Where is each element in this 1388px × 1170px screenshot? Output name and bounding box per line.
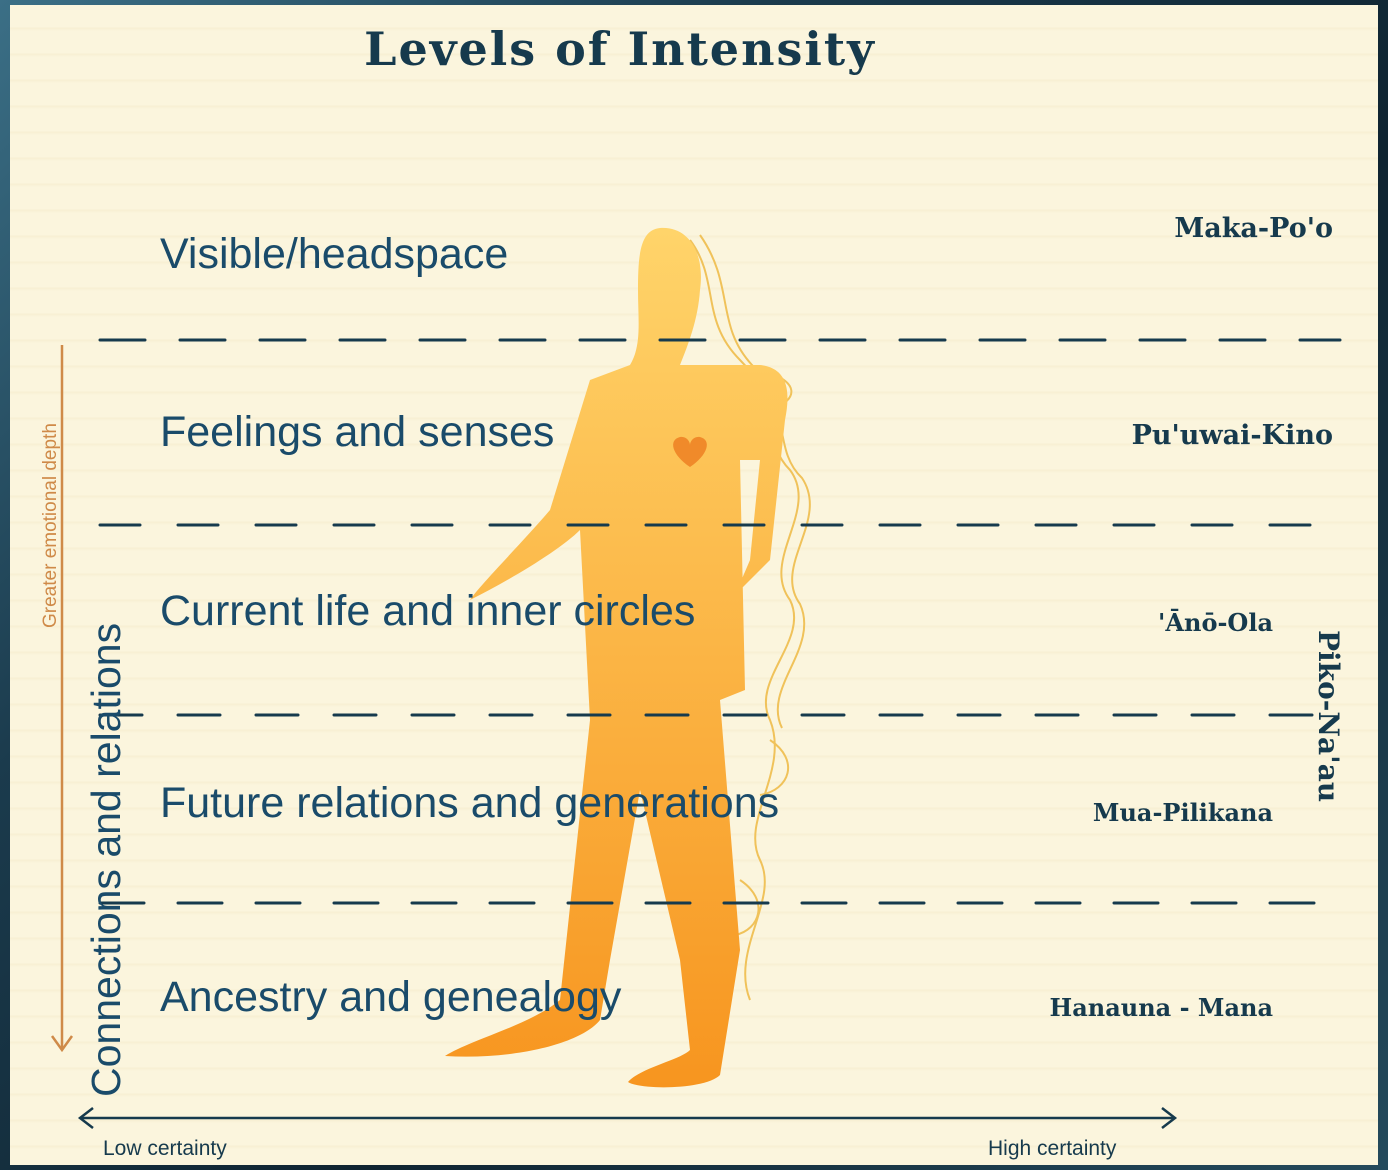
page-title: Levels of Intensity — [364, 22, 876, 76]
hawaiian-label-mua-pilikana: Mua-Pilikana — [1092, 798, 1273, 827]
depth-arrow — [50, 345, 74, 1053]
certainty-axis-arrow — [77, 1107, 1178, 1129]
hawaiian-label-hanauna-mana: Hanauna - Mana — [1049, 993, 1273, 1022]
level-label-feelings-senses: Feelings and senses — [160, 408, 555, 456]
depth-arrow-label: Greater emotional depth — [40, 423, 61, 628]
x-axis-right-label: High certainty — [988, 1137, 1117, 1160]
hawaiian-label-puuwai-kino: Pu'uwai-Kino — [1131, 420, 1333, 451]
hawaiian-label-maka-poo: Maka-Po'o — [1174, 213, 1333, 244]
hawaiian-label-ano-ola: 'Ānō-Ola — [1158, 608, 1273, 637]
level-label-ancestry: Ancestry and genealogy — [160, 973, 622, 1021]
side-group-label: Piko-Na'au — [1312, 630, 1345, 803]
level-label-future-relations: Future relations and generations — [160, 779, 780, 827]
level-label-current-life: Current life and inner circles — [160, 587, 696, 635]
x-axis-left-label: Low certainty — [103, 1137, 227, 1160]
heart-icon — [673, 436, 707, 467]
level-label-visible-headspace: Visible/headspace — [160, 230, 509, 278]
level-divider-lines — [98, 338, 1342, 905]
y-axis-label: Connections and relations — [83, 622, 129, 1097]
